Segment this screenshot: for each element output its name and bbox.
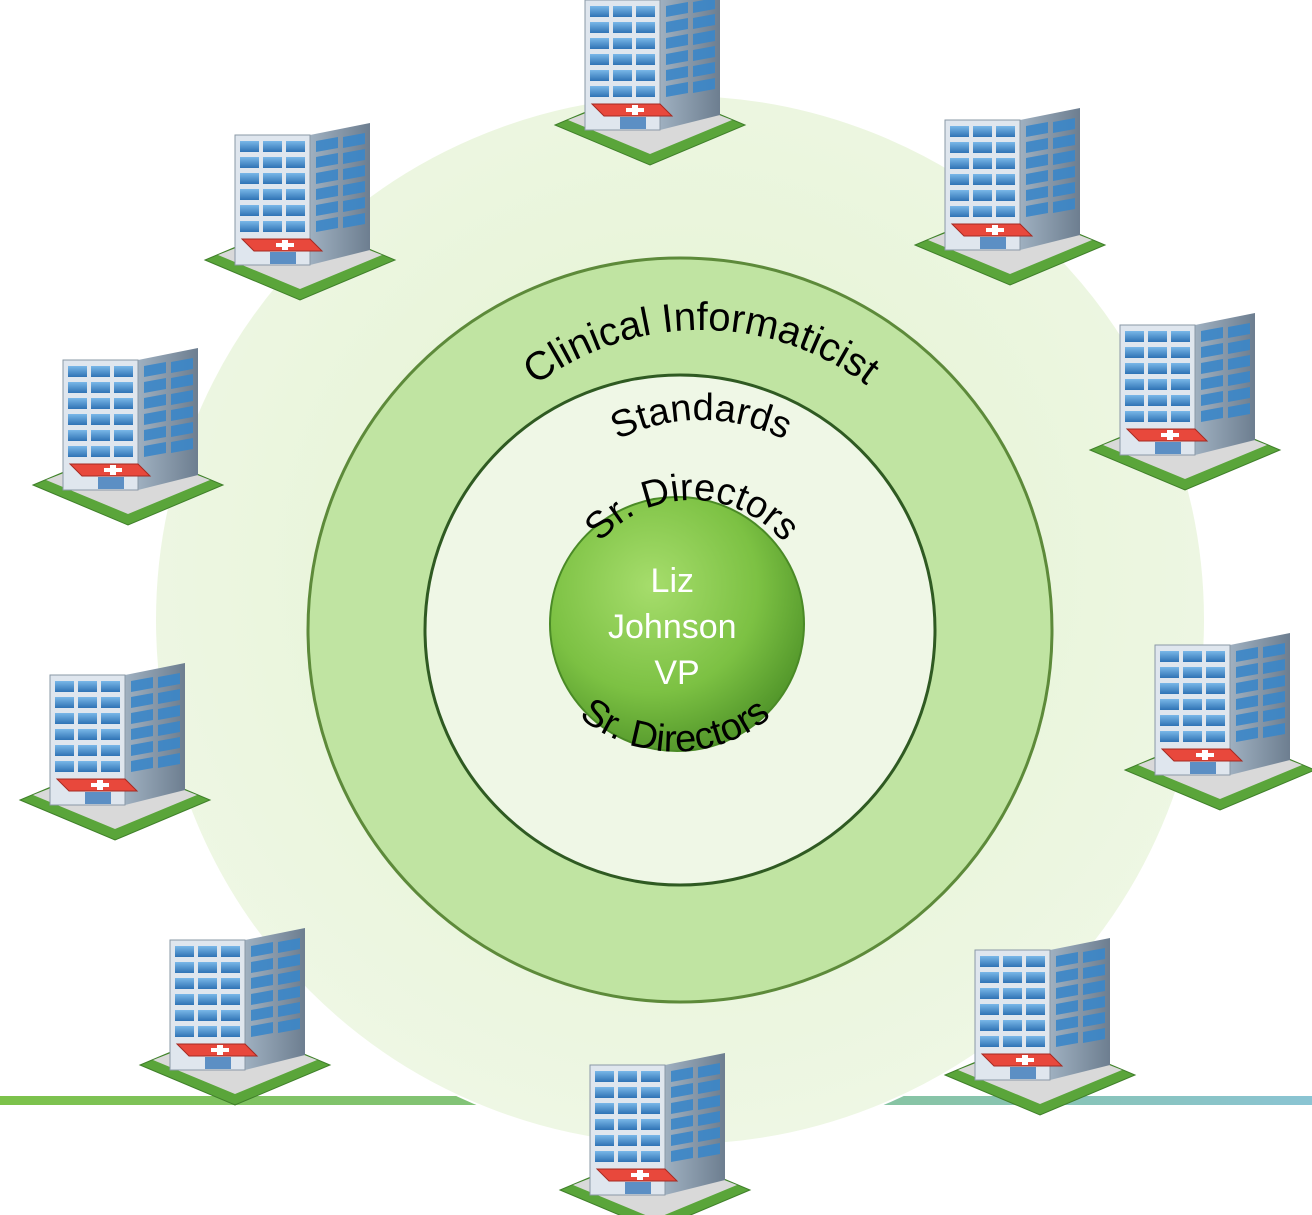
hospital-building-icon — [553, 0, 747, 166]
hospital-building-icon — [138, 928, 332, 1106]
svg-text:Liz Johnson VP: Liz Johnson VP — [608, 562, 746, 692]
center-title: VP — [654, 654, 699, 692]
hospital-building-icon — [913, 108, 1107, 286]
hospital-building-icon — [203, 123, 397, 301]
hospital-building-icon — [18, 663, 212, 841]
hospital-building-icon — [558, 1053, 752, 1215]
hospital-building-icon — [943, 938, 1137, 1116]
center-name-first: Liz — [651, 562, 694, 600]
center-node — [549, 496, 805, 752]
hospital-building-icon — [31, 348, 225, 526]
hospital-buildings — [18, 0, 1312, 1215]
center-name-last: Johnson — [608, 608, 737, 646]
hospital-building-icon — [1123, 633, 1312, 811]
hospital-building-icon — [1088, 313, 1282, 491]
